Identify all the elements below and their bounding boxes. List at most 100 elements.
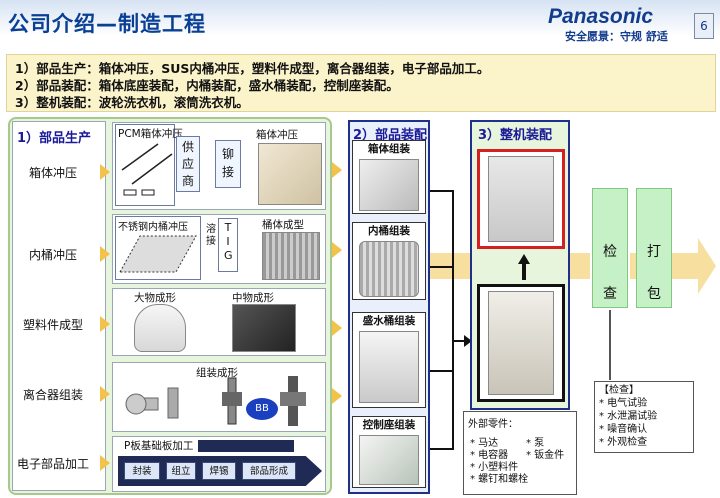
header-bar (0, 0, 720, 52)
inspection-title: 【检查】 (599, 385, 639, 396)
panel2-title: 2）部品装配 (353, 128, 428, 143)
connector-arrowhead (464, 335, 472, 347)
large-mold-label: 大物成形 (134, 292, 176, 304)
row-arrow-2 (100, 246, 110, 262)
part-pump: * 泵 (526, 438, 545, 449)
summary-line-1: 1）部品生产：箱体冲压，SUS内桶冲压，塑料件成型，离合器组装，电子部品加工。 (15, 61, 490, 76)
check-appearance: * 外观检查 (599, 437, 648, 448)
summary-line-3: 3）整机装配：波轮洗衣机，滚筒洗衣机。 (15, 95, 249, 110)
control-assembly-label: 控制座组装 (362, 419, 416, 431)
connector-to-assembly (452, 340, 466, 342)
assembly-label: 组装成形 (196, 367, 238, 379)
row-label-cabinet: 箱体冲压 (28, 166, 77, 180)
connector-1 (430, 190, 452, 192)
pack-box: 打 包 (636, 188, 672, 308)
connector-2 (430, 266, 452, 268)
inspect-char-2: 查 (603, 286, 617, 302)
pcm-box: PCM箱体冲压 (115, 124, 183, 206)
finished-washer-photo (488, 156, 554, 242)
arrow-plastic-to-assembly (332, 320, 342, 336)
check-electrical: * 电气试验 (599, 398, 648, 409)
tub-photo (262, 232, 320, 280)
row-label-column (12, 121, 106, 491)
sus-label: 不锈钢内桶冲压 (118, 222, 188, 233)
arrow-tub-to-assembly (332, 242, 342, 258)
inspect-char-1: 检 (603, 244, 617, 260)
up-arrowhead (518, 254, 530, 264)
cabinet-assembly-photo (359, 159, 419, 211)
inspect-connector (609, 310, 611, 380)
pack-char-2: 包 (647, 286, 661, 302)
inspection-list: 【检查】 * 电气试验 * 水泄漏试验 * 噪音确认 * 外观检查 (594, 381, 694, 453)
sus-sheet-sketch (119, 235, 197, 273)
part-motor: * 马达 (470, 438, 499, 449)
pcm-sketch (121, 143, 173, 196)
tub-assembly-photo (359, 241, 419, 297)
panel3-title: 3）整机装配 (478, 128, 553, 143)
page-number: 6 (694, 13, 714, 39)
control-assembly-photo (359, 435, 419, 485)
page-title: 公司介绍—制造工程 (8, 12, 206, 36)
cabinet-label: 箱体冲压 (256, 129, 298, 141)
cabinet-photo (258, 143, 322, 205)
tig-label: TIG (224, 221, 233, 262)
arrow-cabinet-to-assembly (332, 162, 342, 178)
connector-vertical (452, 190, 454, 450)
medium-mold-label: 中物成形 (232, 292, 274, 304)
tub-assembly-box: 内桶组装 (352, 222, 426, 300)
step-package: 封装 (124, 462, 160, 480)
row-label-clutch: 离合器组装 (22, 388, 83, 402)
supplier-box: 供应商 (176, 136, 200, 192)
row-label-electronics: 电子部品加工 (16, 457, 89, 471)
row-arrow-1 (100, 164, 110, 180)
brand-logo: Panasonic (548, 5, 654, 28)
step-solder: 焊锡 (202, 462, 236, 480)
weld-label: 溶接 (206, 224, 216, 247)
tig-box: TIG (218, 218, 238, 272)
row-arrow-5 (100, 455, 110, 471)
up-arrow-shaft (522, 262, 526, 280)
flow-band-arrowhead (698, 238, 716, 294)
control-assembly-box: 控制座组装 (352, 416, 426, 488)
water-tub-assembly-box: 盛水桶组装 (352, 312, 426, 408)
water-tub-assembly-label: 盛水桶组装 (362, 315, 416, 327)
summary-box: 1）部品生产：箱体冲压，SUS内桶冲压，塑料件成型，离合器组装，电子部品加工。 … (6, 54, 716, 112)
row-label-tub: 内桶冲压 (28, 248, 77, 262)
row-arrow-4 (100, 386, 110, 402)
large-mold-photo (134, 304, 186, 352)
clutch-parts-sketch (125, 376, 306, 426)
pcm-label: PCM箱体冲压 (118, 128, 183, 140)
medium-mold-photo (232, 304, 296, 352)
rivet-label: 铆接 (221, 147, 234, 179)
external-parts-box: 外部零件： * 马达 * 泵 * 电容器 * 钣金件 * 小塑料件 * 螺钉和螺… (463, 411, 577, 495)
connector-4 (430, 448, 452, 450)
pack-char-1: 打 (647, 244, 661, 260)
water-tub-assembly-photo (359, 331, 419, 403)
check-water-leak: * 水泄漏试验 (599, 411, 658, 422)
external-parts-title: 外部零件： (468, 419, 518, 430)
step-parts-form: 部品形成 (242, 462, 296, 480)
tub-assembly-label: 内桶组装 (368, 225, 410, 237)
part-screws: * 螺钉和螺栓 (470, 474, 529, 485)
rivet-box: 铆接 (215, 140, 241, 188)
part-sheet-metal: * 钣金件 (526, 450, 565, 461)
row-arrow-3 (100, 316, 110, 332)
bb-badge: BB (246, 398, 278, 420)
cabinet-assembly-label: 箱体组装 (368, 143, 410, 155)
part-capacitor: * 电容器 (470, 450, 509, 461)
inspect-box: 检 查 (592, 188, 628, 308)
arrow-clutch-to-assembly (332, 388, 342, 404)
step-assemble: 组立 (166, 462, 196, 480)
summary-line-2: 2）部品装配：箱体底座装配，内桶装配，盛水桶装配，控制座装配。 (15, 78, 399, 93)
part-small-plastic: * 小塑料件 (470, 462, 519, 473)
assembly-washer-frame (477, 284, 565, 402)
assembly-washer-photo (488, 291, 554, 395)
supplier-label: 供应商 (181, 140, 194, 188)
pboard-label: P板基础板加工 (124, 440, 194, 452)
slogan: 安全愿景：守规 舒适 (565, 30, 668, 43)
cabinet-assembly-box: 箱体组装 (352, 140, 426, 214)
connector-3 (430, 370, 452, 372)
panel1-title: 1）部品生产 (17, 131, 92, 146)
pboard-strip (198, 440, 294, 452)
check-noise: * 噪音确认 (599, 424, 648, 435)
